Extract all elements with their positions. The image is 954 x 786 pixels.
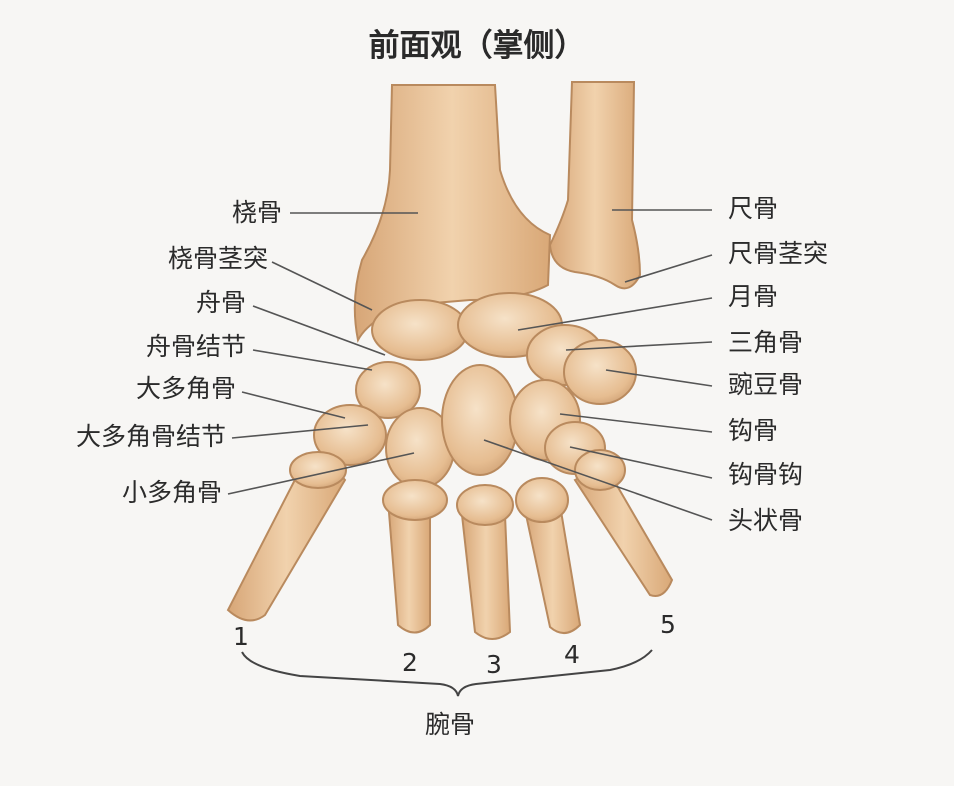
label-hamate-hook: 钩骨钩 — [728, 460, 804, 489]
metacarpal-4 — [523, 503, 582, 634]
label-triquetrum: 三角骨 — [728, 328, 804, 357]
label-trapezium: 大多角骨 — [135, 374, 236, 403]
label-capitate: 头状骨 — [728, 506, 804, 535]
finger-number-3: 3 — [486, 650, 502, 679]
label-radial-styloid: 桡骨茎突 — [167, 244, 268, 273]
carpal-bracket — [241, 649, 653, 697]
bracket-label: 腕骨 — [425, 710, 476, 739]
ulna-bone — [548, 81, 642, 290]
label-radius: 桡骨 — [231, 198, 282, 227]
label-ulnar-styloid: 尺骨茎突 — [728, 239, 829, 268]
label-scaphoid-tubercle: 舟骨结节 — [145, 332, 246, 361]
label-lunate: 月骨 — [728, 282, 779, 311]
finger-number-2: 2 — [402, 648, 418, 677]
label-trapezium-tubercle: 大多角骨结节 — [75, 422, 226, 451]
finger-number-1: 1 — [233, 622, 249, 651]
finger-number-4: 4 — [564, 640, 580, 669]
trapezium-bone — [355, 361, 421, 419]
scaphoid-bone — [371, 299, 469, 361]
carpometacarpal-2 — [382, 479, 448, 521]
diagram-title: 前面观（掌侧） — [368, 28, 586, 64]
label-scaphoid: 舟骨 — [195, 288, 246, 317]
metacarpal-2 — [386, 499, 431, 634]
carpometacarpal-1 — [289, 451, 347, 489]
carpometacarpal-4 — [515, 477, 569, 523]
carpometacarpal-3 — [456, 484, 514, 526]
leader-lines — [227, 209, 713, 521]
label-pisiform: 豌豆骨 — [728, 370, 804, 399]
label-ulna: 尺骨 — [728, 194, 779, 223]
metacarpal-5 — [573, 463, 674, 597]
trapezium-tubercle — [313, 404, 387, 466]
label-trapezoid: 小多角骨 — [121, 478, 222, 507]
metacarpal-3 — [460, 514, 512, 640]
capitate-bone — [441, 364, 519, 476]
pisiform-bone — [563, 339, 637, 405]
label-hamate: 钩骨 — [728, 416, 779, 445]
finger-number-5: 5 — [660, 610, 676, 639]
carpometacarpal-5 — [574, 449, 626, 491]
